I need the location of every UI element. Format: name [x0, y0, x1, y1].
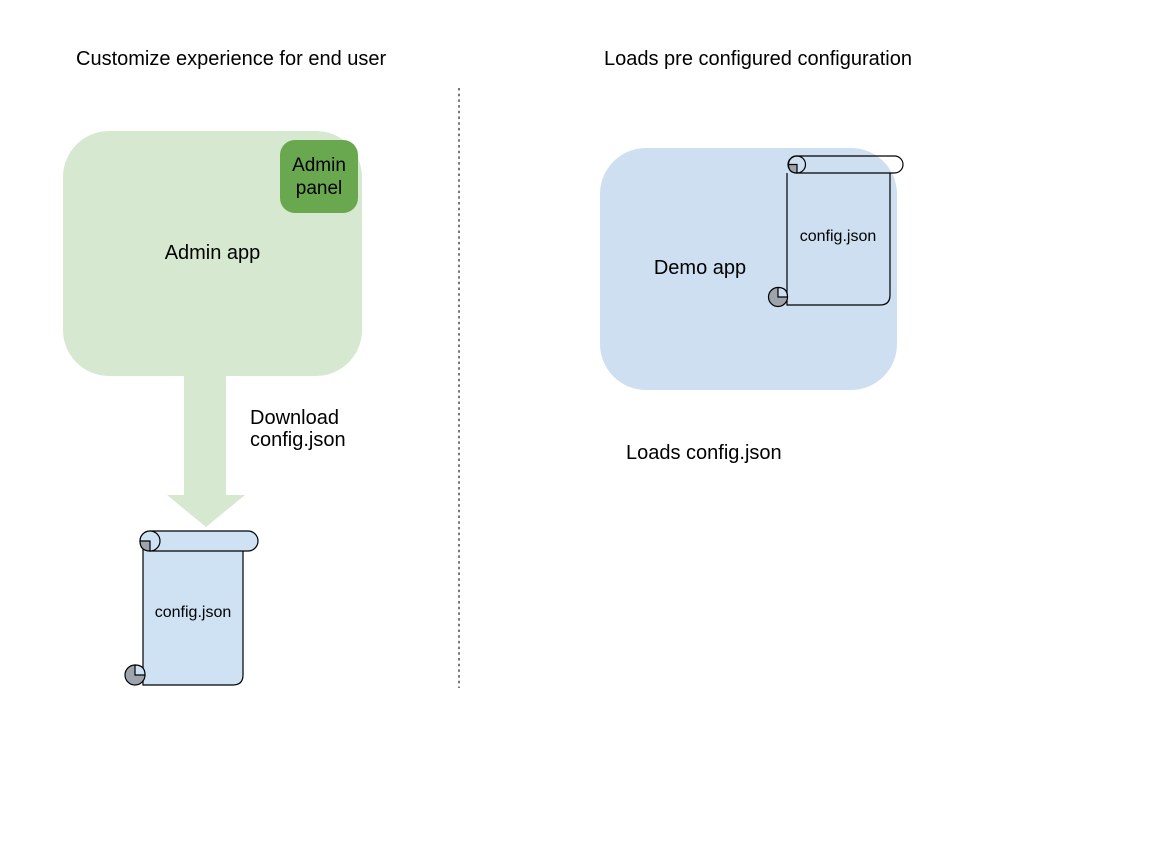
admin-app-label: Admin app — [164, 242, 261, 264]
scroll-spiral-shade — [139, 540, 151, 552]
scroll-curl-bottom — [124, 664, 146, 686]
scroll-curl-notch — [134, 664, 146, 676]
download-config-caption: Download config.json — [250, 407, 346, 451]
demo-app-label: Demo app — [653, 257, 747, 279]
admin-panel-label: Admin panel — [292, 154, 346, 199]
config-json-label-right: config.json — [799, 228, 877, 245]
left-section-title: Customize experience for end user — [76, 48, 387, 70]
admin-panel-box: Admin panel — [280, 140, 358, 213]
config-json-label-left: config.json — [154, 604, 232, 621]
admin-app-box: Admin app Admin panel — [63, 131, 362, 376]
download-arrow-icon — [167, 374, 245, 527]
scroll-roll-top — [139, 530, 259, 552]
scroll-spiral — [139, 530, 161, 552]
right-section-title: Loads pre configured configuration — [604, 48, 912, 70]
loads-config-caption: Loads config.json — [626, 442, 782, 464]
